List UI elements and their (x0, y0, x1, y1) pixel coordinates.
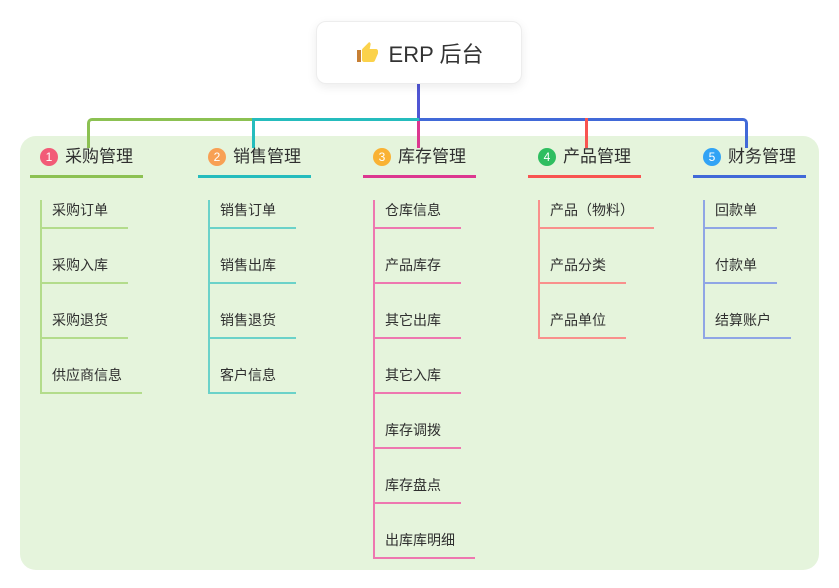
branch-title-finance[interactable]: 5 财务管理 (693, 144, 806, 178)
child-node[interactable]: 供应商信息 (42, 365, 142, 394)
branch-title-purchase[interactable]: 1 采购管理 (30, 144, 143, 178)
connector-trunk-teal (252, 118, 419, 121)
child-node[interactable]: 客户信息 (210, 365, 296, 394)
branch-number-badge: 5 (703, 148, 721, 166)
child-node[interactable]: 回款单 (705, 200, 777, 229)
branch-children: 回款单付款单结算账户 (703, 200, 806, 339)
connector-drop-inventory (417, 121, 420, 148)
branch-children: 销售订单销售出库销售退货客户信息 (208, 200, 311, 394)
child-node[interactable]: 库存调拨 (375, 420, 461, 449)
connector-drop-product (585, 118, 588, 148)
branch-purchase: 1 采购管理采购订单采购入库采购退货供应商信息 (30, 144, 143, 394)
root-node[interactable]: ERP 后台 (316, 21, 522, 84)
child-node[interactable]: 采购订单 (42, 200, 128, 229)
child-node[interactable]: 产品单位 (540, 310, 626, 339)
child-node[interactable]: 产品库存 (375, 255, 461, 284)
child-node[interactable]: 其它出库 (375, 310, 461, 339)
branch-children: 产品（物料） 产品分类产品单位 (538, 200, 654, 339)
root-label: ERP 后台 (388, 41, 484, 67)
branches-panel (20, 136, 819, 570)
branch-title-sales[interactable]: 2 销售管理 (198, 144, 311, 178)
child-node[interactable]: 仓库信息 (375, 200, 461, 229)
branch-number-badge: 4 (538, 148, 556, 166)
branch-title-inventory[interactable]: 3 库存管理 (363, 144, 476, 178)
child-node[interactable]: 出库库明细 (375, 530, 475, 559)
branch-title-product[interactable]: 4 产品管理 (528, 144, 641, 178)
branch-number-badge: 3 (373, 148, 391, 166)
branch-number-badge: 1 (40, 148, 58, 166)
branch-sales: 2 销售管理销售订单销售出库销售退货客户信息 (198, 144, 311, 394)
branch-label: 采购管理 (65, 147, 133, 166)
branch-label: 库存管理 (398, 147, 466, 166)
child-node[interactable]: 采购入库 (42, 255, 128, 284)
connector-elbow-purchase (87, 118, 252, 148)
child-node[interactable]: 库存盘点 (375, 475, 461, 504)
branch-label: 财务管理 (728, 147, 796, 166)
branch-number-badge: 2 (208, 148, 226, 166)
child-node[interactable]: 采购退货 (42, 310, 128, 339)
child-node[interactable]: 付款单 (705, 255, 777, 284)
branch-product: 4 产品管理产品（物料） 产品分类产品单位 (528, 144, 654, 339)
connector-drop-sales (252, 121, 255, 148)
branch-children: 仓库信息产品库存其它出库其它入库库存调拨库存盘点出库库明细 (373, 200, 476, 559)
child-node[interactable]: 结算账户 (705, 310, 791, 339)
child-node[interactable]: 销售订单 (210, 200, 296, 229)
connector-root-stem (417, 84, 420, 121)
child-node[interactable]: 产品（物料） (540, 200, 654, 229)
child-node[interactable]: 产品分类 (540, 255, 626, 284)
child-node[interactable]: 销售退货 (210, 310, 296, 339)
child-node[interactable]: 销售出库 (210, 255, 296, 284)
branch-finance: 5 财务管理回款单付款单结算账户 (693, 144, 806, 339)
branch-label: 销售管理 (233, 147, 301, 166)
connector-elbow-finance (419, 118, 748, 148)
child-node[interactable]: 其它入库 (375, 365, 461, 394)
thumbs-up-icon (356, 41, 378, 62)
branch-children: 采购订单采购入库采购退货供应商信息 (40, 200, 143, 394)
branch-label: 产品管理 (563, 147, 631, 166)
branch-inventory: 3 库存管理仓库信息产品库存其它出库其它入库库存调拨库存盘点出库库明细 (363, 144, 476, 559)
